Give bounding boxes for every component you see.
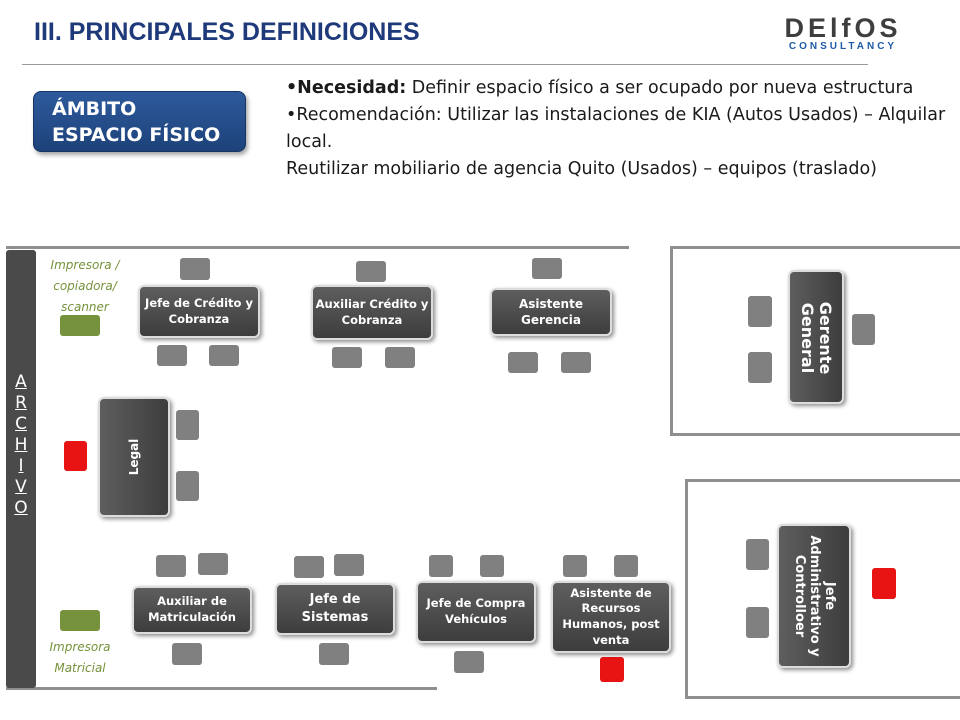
chair bbox=[172, 643, 202, 665]
logo-wordmark: DElfOS bbox=[784, 13, 902, 43]
section-label-box: ÁMBITO ESPACIO FÍSICO bbox=[33, 91, 246, 152]
desk-jefe-administrativo-label: Jefe Administrativo y Controlloer bbox=[792, 535, 837, 657]
chair bbox=[480, 555, 504, 577]
printer-bottom-label-line: Matricial bbox=[54, 661, 106, 675]
archivo-label: A R C H I V O bbox=[6, 372, 36, 519]
printer-top-label: Impresora / copiadora/ scanner bbox=[38, 255, 132, 318]
logo-tagline: CONSULTANCY bbox=[788, 41, 898, 52]
wall-bottom bbox=[6, 687, 437, 690]
chair bbox=[746, 607, 769, 638]
chair bbox=[614, 555, 638, 577]
bullet-necesidad-label: •Necesidad: bbox=[286, 78, 407, 98]
alert-marker bbox=[64, 441, 87, 471]
archivo-cabinet bbox=[6, 250, 36, 688]
chair bbox=[209, 345, 239, 366]
printer-matrix bbox=[60, 610, 100, 631]
chair bbox=[319, 643, 349, 665]
section-label-line-1: ÁMBITO bbox=[52, 98, 137, 120]
chair bbox=[746, 539, 769, 570]
desk-label: Asistente Gerencia bbox=[519, 296, 583, 327]
chair bbox=[356, 261, 386, 282]
chair bbox=[563, 555, 587, 577]
archivo-letter: I bbox=[18, 456, 24, 476]
archivo-letter: H bbox=[14, 435, 28, 455]
chair bbox=[852, 314, 875, 345]
bullet-reutilizar: Reutilizar mobiliario de agencia Quito (… bbox=[286, 159, 877, 179]
desk-legal bbox=[98, 397, 170, 517]
company-logo: DElfOS CONSULTANCY bbox=[778, 14, 908, 54]
archivo-letter: C bbox=[15, 414, 27, 434]
desk-gerente-general-label: Gerente General bbox=[798, 301, 835, 375]
page-title: III. PRINCIPALES DEFINICIONES bbox=[34, 18, 420, 46]
chair bbox=[561, 352, 591, 373]
archivo-letter: V bbox=[15, 477, 27, 497]
chair bbox=[180, 258, 210, 280]
desk-jefe-credito: Jefe de Crédito y Cobranza bbox=[138, 285, 260, 338]
title-divider bbox=[22, 64, 868, 65]
printer-top-label-line: scanner bbox=[61, 300, 109, 314]
bullet-list: •Necesidad: Definir espacio físico a ser… bbox=[286, 75, 958, 183]
chair bbox=[748, 352, 772, 383]
desk-label: Auxiliar Crédito y Cobranza bbox=[315, 296, 429, 327]
desk-asistente-rrhh: Asistente de Recursos Humanos, post vent… bbox=[551, 581, 671, 653]
archivo-letter: A bbox=[15, 372, 27, 392]
desk-legal-label: Legal bbox=[127, 438, 141, 476]
chair bbox=[748, 296, 772, 327]
chair bbox=[157, 345, 187, 366]
printer-bottom-label-line: Impresora bbox=[49, 640, 111, 654]
chair bbox=[294, 556, 324, 578]
section-label-line-2: ESPACIO FÍSICO bbox=[52, 124, 221, 146]
archivo-letter: R bbox=[15, 393, 27, 413]
chair bbox=[176, 410, 199, 440]
chair bbox=[385, 347, 415, 368]
desk-label: Asistente de Recursos Humanos, post vent… bbox=[562, 585, 660, 647]
desk-gerente-general bbox=[788, 270, 844, 404]
chair bbox=[334, 554, 364, 576]
chair bbox=[429, 555, 453, 577]
desk-label: Auxiliar de Matriculación bbox=[148, 594, 236, 624]
printer-top-label-line: Impresora / bbox=[50, 258, 120, 272]
printer-bottom-label: Impresora Matricial bbox=[38, 637, 122, 679]
bullet-recomendacion: •Recomendación: Utilizar las instalacion… bbox=[286, 105, 946, 152]
wall-top bbox=[6, 246, 629, 249]
chair bbox=[176, 471, 199, 501]
desk-label: Jefe de Sistemas bbox=[301, 592, 369, 625]
desk-jefe-sistemas: Jefe de Sistemas bbox=[275, 583, 395, 635]
chair bbox=[508, 352, 538, 373]
desk-jefe-compra: Jefe de Compra Vehículos bbox=[416, 581, 536, 643]
desk-label: Jefe de Crédito y Cobranza bbox=[145, 295, 253, 326]
alert-marker bbox=[872, 568, 896, 599]
desk-auxiliar-credito: Auxiliar Crédito y Cobranza bbox=[311, 285, 433, 340]
bullet-necesidad: •Necesidad: Definir espacio físico a ser… bbox=[286, 75, 958, 102]
archivo-letter: O bbox=[14, 498, 28, 518]
desk-auxiliar-matriculacion: Auxiliar de Matriculación bbox=[132, 586, 252, 634]
chair bbox=[156, 555, 186, 577]
bullet-necesidad-text: Definir espacio físico a ser ocupado por… bbox=[406, 78, 914, 98]
chair bbox=[198, 553, 228, 575]
desk-asistente-gerencia: Asistente Gerencia bbox=[490, 288, 612, 336]
desk-label: Jefe de Compra Vehículos bbox=[426, 596, 526, 626]
chair bbox=[454, 651, 484, 673]
printer-top-label-line: copiadora/ bbox=[53, 279, 117, 293]
chair bbox=[532, 258, 562, 279]
printer-copier-scanner bbox=[60, 315, 100, 336]
desk-jefe-administrativo bbox=[777, 524, 851, 668]
chair bbox=[332, 347, 362, 368]
alert-marker bbox=[600, 657, 624, 682]
